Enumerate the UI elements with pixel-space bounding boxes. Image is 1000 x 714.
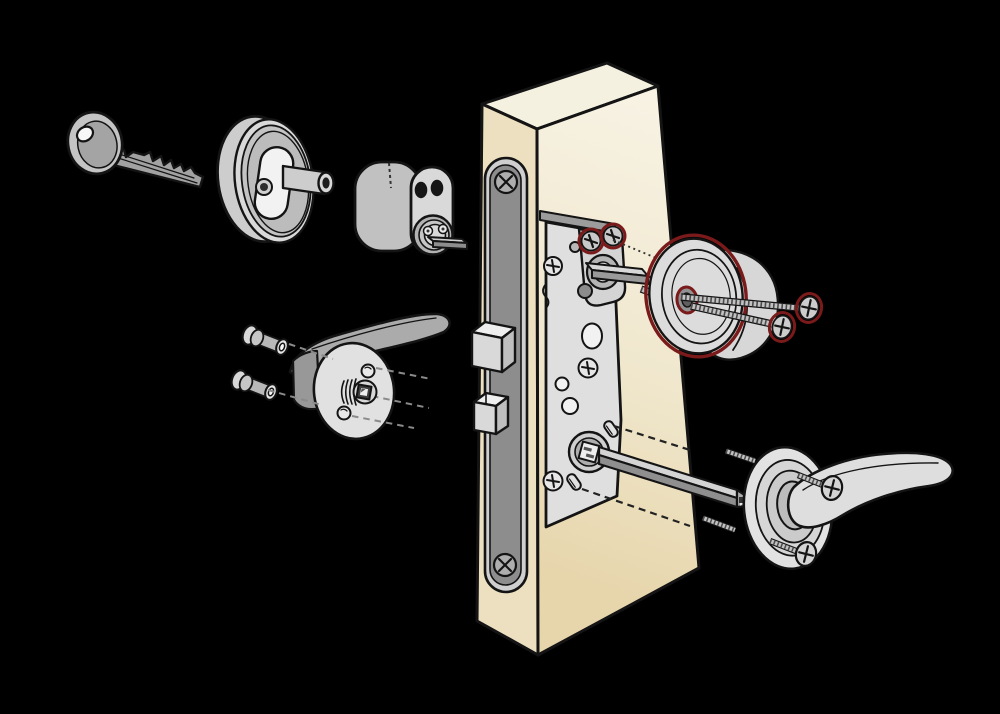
interior-handle (229, 314, 450, 444)
faceplate (485, 158, 527, 592)
handle-screw-tip-2 (703, 518, 735, 530)
cylinder-screw-upper (681, 291, 824, 325)
handle-screw-head-1 (798, 474, 845, 502)
case-hole-small-2 (562, 398, 578, 414)
cylinder-hole-2 (430, 179, 444, 197)
key-bow-hole (74, 124, 96, 145)
case-screw-lower (544, 472, 563, 491)
interior-dashed-lines (268, 344, 431, 428)
lock-cylinder (355, 162, 467, 255)
case-hole-small-1 (556, 378, 569, 391)
sleeve-bolt-1 (240, 323, 290, 356)
clamp-screw-left (579, 229, 603, 253)
key (62, 107, 203, 187)
case-hole-large (582, 324, 602, 349)
spindle-boss (342, 379, 377, 405)
sleeve-bolt-2 (229, 368, 279, 401)
exterior-handle (703, 443, 953, 574)
faceplate-inner (490, 165, 521, 585)
case-dark-boss (578, 284, 592, 298)
rose-pin-upper (362, 365, 375, 378)
deadbolt (472, 322, 515, 372)
cylinder-rose-group (639, 229, 824, 362)
case-screw-middle (579, 359, 598, 378)
cylinder-screw-lower (691, 306, 797, 344)
faceplate-screw-top (495, 171, 517, 193)
case-screw-upper (544, 257, 562, 275)
rose-pin-lower (338, 407, 351, 420)
exterior-lever (788, 453, 952, 527)
clamp-screw-right (601, 224, 625, 248)
cylinder-cam-blade (428, 237, 467, 249)
knob-rose-tube (283, 166, 334, 194)
handle-screw-head-2 (770, 540, 819, 568)
lock-case-notch (543, 284, 549, 308)
capsule-boss-lower (565, 472, 582, 491)
handle-screw-tip-1 (726, 451, 755, 461)
cylinder-hole-1 (414, 181, 428, 199)
spindle (599, 447, 746, 507)
latch-bolt (474, 393, 508, 434)
faceplate-screw-bottom (494, 554, 516, 576)
knob-rose (210, 111, 334, 248)
